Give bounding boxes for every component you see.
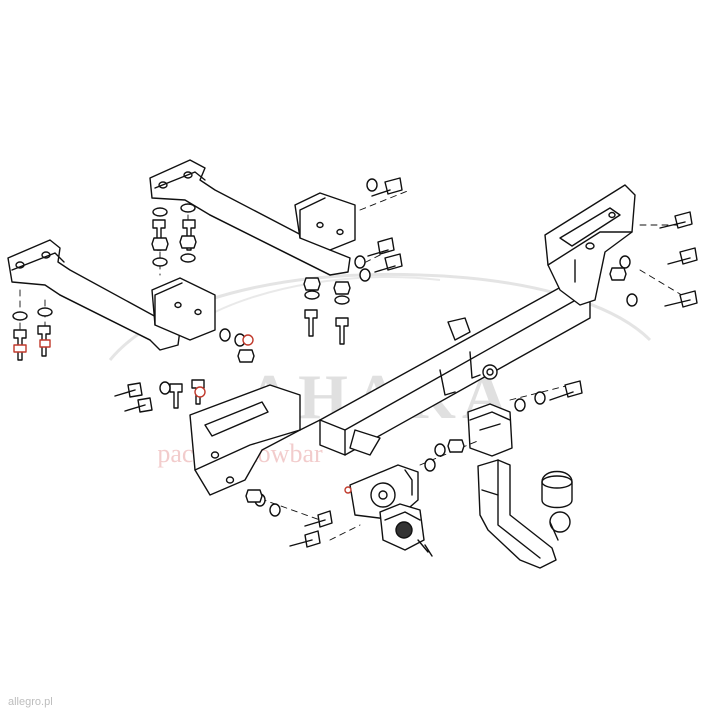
bolt [304, 530, 321, 548]
nut [303, 277, 321, 291]
washer [366, 178, 378, 192]
washer [152, 207, 168, 217]
washer [534, 391, 546, 405]
nut [179, 235, 197, 249]
left-mount-plate [189, 384, 381, 496]
bolt [169, 383, 183, 409]
bolt [679, 247, 698, 265]
washer [424, 458, 436, 472]
washer [37, 307, 53, 317]
bolt [674, 211, 693, 229]
bolt [304, 309, 318, 337]
washer [219, 328, 231, 342]
right-support-rail [149, 159, 351, 276]
nut [237, 349, 255, 363]
upper-bracket [294, 192, 356, 251]
left-support-rail [7, 239, 181, 351]
washer [159, 381, 171, 395]
nut [151, 237, 169, 251]
washer [354, 255, 366, 269]
washer [180, 203, 196, 213]
nut [447, 439, 465, 453]
hitch-receiver [467, 403, 513, 457]
washers-nuts [12, 178, 638, 517]
lower-bracket [151, 277, 216, 341]
bolt [679, 290, 698, 308]
bolt [335, 317, 349, 345]
washer [359, 268, 371, 282]
bolt [384, 253, 403, 271]
electric-socket [379, 503, 433, 557]
washer [304, 290, 320, 300]
nut [245, 489, 263, 503]
washer [269, 503, 281, 517]
washer [514, 398, 526, 412]
right-mount-plate [544, 184, 636, 306]
washer [12, 311, 28, 321]
washer [334, 295, 350, 305]
washer [180, 253, 196, 263]
mounting-bolts [13, 177, 698, 548]
washer [152, 257, 168, 267]
main-crossbar [319, 281, 591, 456]
bolt [182, 219, 196, 251]
bolt [317, 510, 333, 528]
washer [434, 443, 446, 457]
drawing [7, 159, 698, 569]
marketplace-watermark: allegro.pl [8, 696, 53, 708]
bolt [384, 177, 403, 195]
nut [333, 281, 351, 295]
tow-ball-cap [541, 470, 573, 509]
washer [619, 255, 631, 269]
washer [626, 293, 638, 307]
tow-hook [477, 459, 571, 569]
highlighted-fasteners [13, 334, 352, 494]
nut [609, 267, 627, 281]
bolt [377, 237, 395, 255]
